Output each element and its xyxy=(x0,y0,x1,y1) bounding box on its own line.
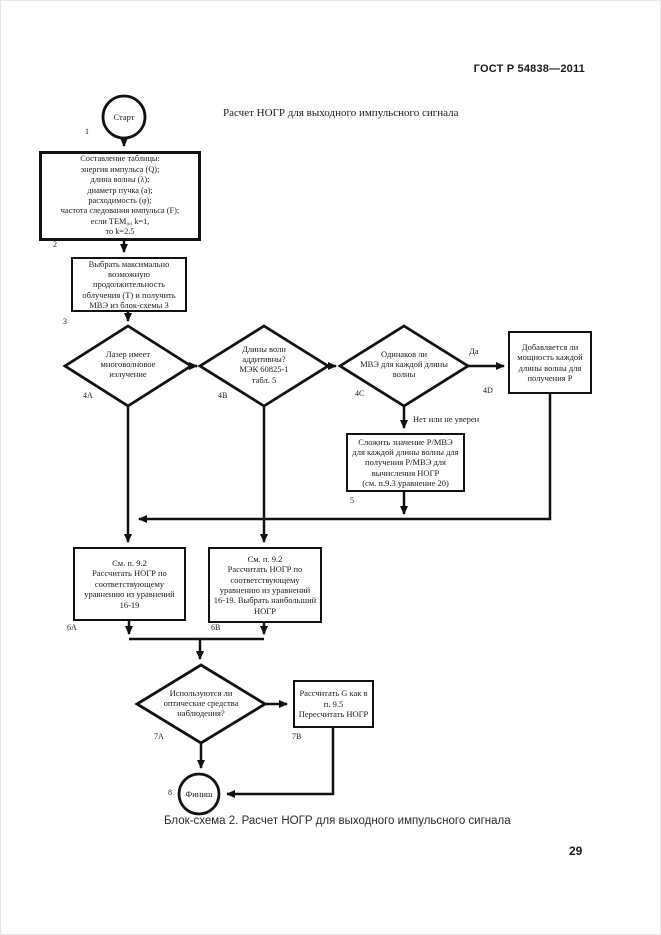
process-box-choose-duration-text: Выбрать максимально возможную продолжите… xyxy=(82,258,176,311)
page-number: 29 xyxy=(569,844,583,858)
process-box-calc-nohd-6a: См. п. 9.2 Рассчитать НОГР по соответств… xyxy=(73,547,186,621)
step-label-4a: 4A xyxy=(83,391,93,400)
process-box-calc-nohd-6b-text: См. п. 9.2 Рассчитать НОГР по соответств… xyxy=(213,553,317,616)
start-node-label: Старт xyxy=(113,112,135,122)
step-label-5: 5 xyxy=(350,496,354,505)
step-label-4c: 4C xyxy=(355,389,365,398)
step-label-1: 1 xyxy=(85,127,89,136)
step-label-8: 8 xyxy=(168,788,172,797)
finish-terminator-shape xyxy=(177,772,221,816)
decision-4c-shape xyxy=(337,324,471,408)
process-box-add-power-text: Добавляется ли мощность каждой длины вол… xyxy=(517,341,583,383)
step-label-3: 3 xyxy=(63,317,67,326)
process-box-sum-pmpe-text: Сложить значение Р/МВЭ для каждой длины … xyxy=(352,436,459,489)
process-box-add-power: Добавляется ли мощность каждой длины вол… xyxy=(508,331,592,394)
step-label-6b: 6B xyxy=(211,623,221,632)
process-box-recalc-nohd: Рассчитать G как в п. 9.5 Пересчитать НО… xyxy=(293,680,374,728)
step-label-7a: 7A xyxy=(154,732,164,741)
step-label-2: 2 xyxy=(53,240,57,249)
edge-label-no-or-unsure: Нет или не уверен xyxy=(413,414,480,424)
edge-label-yes: Да xyxy=(469,346,479,356)
step-label-4b: 4B xyxy=(218,391,228,400)
process-box-make-table: Составление таблицы: энергия импульса (Q… xyxy=(39,151,201,241)
step-label-6a: 6A xyxy=(67,623,77,632)
decision-4c-text: Одинаков ли МВЭ для каждой длины волны xyxy=(360,349,448,380)
decision-7a-text: Используются ли оптические средства набл… xyxy=(163,688,239,719)
process-box-choose-duration: Выбрать максимально возможную продолжите… xyxy=(71,257,187,312)
document-standard-number: ГОСТ Р 54838—2011 xyxy=(473,63,585,75)
process-box-calc-nohd-6b: См. п. 9.2 Рассчитать НОГР по соответств… xyxy=(208,547,322,623)
figure-caption: Блок-схема 2. Расчет НОГР для выходного … xyxy=(164,815,511,827)
decision-7a-shape xyxy=(134,663,268,745)
process-box-sum-pmpe: Сложить значение Р/МВЭ для каждой длины … xyxy=(346,433,465,492)
decision-4a-text: Лазер имеет многоволновое излучение xyxy=(100,349,156,380)
process-box-recalc-nohd-text: Рассчитать G как в п. 9.5 Пересчитать НО… xyxy=(298,688,369,720)
start-terminator-shape xyxy=(101,94,147,140)
step-label-7b: 7B xyxy=(292,732,302,741)
flowchart-title: Расчет НОГР для выходного импульсного си… xyxy=(223,107,459,119)
decision-4b-shape xyxy=(197,324,331,408)
finish-node-label: Финиш xyxy=(185,789,213,799)
process-box-make-table-text: Составление таблицы: энергия импульса (Q… xyxy=(60,154,180,237)
decision-4a-shape xyxy=(62,324,194,408)
process-box-calc-nohd-6a-text: См. п. 9.2 Рассчитать НОГР по соответств… xyxy=(84,558,175,610)
decision-4b-text: Длины волн аддитивны? МЭК 60825-1 табл. … xyxy=(239,344,289,385)
step-label-4d: 4D xyxy=(483,386,493,395)
